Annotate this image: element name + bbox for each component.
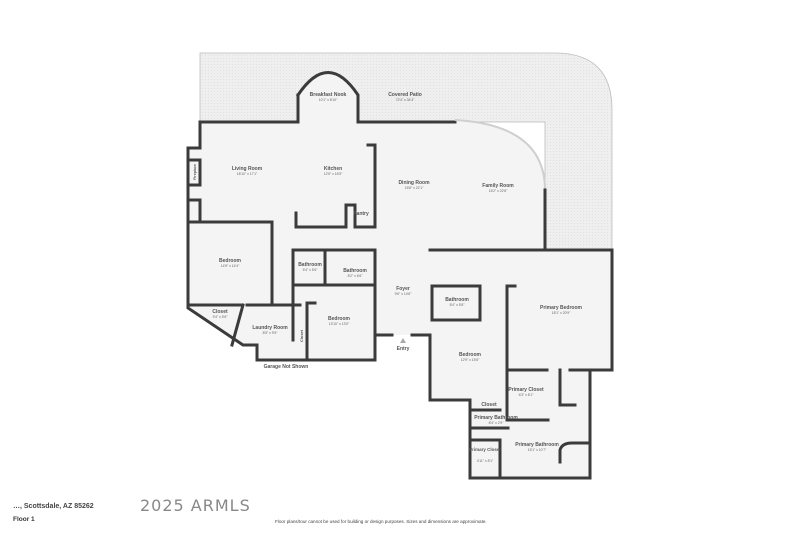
room-dim: 5'4" x 5'6" bbox=[303, 268, 319, 272]
room-name: Fireplace bbox=[193, 164, 197, 180]
room-dim: 72'4" x 34'3" bbox=[396, 98, 415, 102]
room-name: Primary Bathroom bbox=[515, 442, 559, 448]
room-dim: 15'1" x 10'7" bbox=[528, 448, 547, 452]
room-name: Covered Patio bbox=[388, 92, 422, 98]
room-name: Closet bbox=[212, 309, 228, 315]
room-name: Primary Closet bbox=[469, 447, 501, 452]
room-dim: 12'5" x 16'5" bbox=[324, 172, 343, 176]
room-dim: 8'2" x 6'6" bbox=[348, 274, 364, 278]
room-dim: 18'10" x 17'1" bbox=[237, 172, 258, 176]
room-name: Bathroom bbox=[343, 268, 367, 274]
room-name: Primary Closet bbox=[508, 387, 544, 393]
garage-label: Garage Not Shown bbox=[264, 364, 309, 370]
room-dim: 9'4" x 5'6" bbox=[213, 315, 229, 319]
disclaimer: Floor plans/tour cannot be used for buil… bbox=[275, 519, 487, 524]
room-dim: 13'10" x 13'0" bbox=[329, 322, 350, 326]
room-name: Closet bbox=[481, 402, 497, 408]
room-dim: 15'8" x 22'1" bbox=[405, 186, 424, 190]
room-dim: 12'9" x 15'6" bbox=[461, 358, 480, 362]
room-name: Bedroom bbox=[328, 316, 351, 322]
room-name: Breakfast Nook bbox=[310, 92, 347, 98]
room-dim: 8'5" x 9'5" bbox=[263, 331, 279, 335]
room-name: Bathroom bbox=[298, 262, 322, 268]
room-dim: 8'4" x 2'9" bbox=[489, 421, 505, 425]
room-name: Closet bbox=[299, 329, 304, 342]
room-dim: 15'2" x 22'8" bbox=[489, 189, 508, 193]
watermark: 2025 ARMLS bbox=[140, 496, 251, 515]
room-name: Foyer bbox=[396, 286, 410, 292]
floor-label: Floor 1 bbox=[13, 516, 35, 523]
room-name: Kitchen bbox=[324, 166, 342, 172]
room-dim: 18'1" x 20'9" bbox=[552, 311, 571, 315]
room-name: Bedroom bbox=[459, 352, 482, 358]
room-name: Primary Bedroom bbox=[540, 305, 583, 311]
room-name: Dining Room bbox=[398, 180, 430, 186]
room-name: Bedroom bbox=[219, 258, 242, 264]
room-name: Living Room bbox=[232, 166, 263, 172]
entry-label: Entry bbox=[397, 346, 410, 352]
room-name: Bathroom bbox=[445, 297, 469, 303]
room-dim: 9'6" x 14'6" bbox=[395, 292, 413, 296]
breakfast-nook-floor bbox=[298, 72, 358, 122]
room-name: Pantry bbox=[353, 211, 369, 217]
room-dim: 8'4" x 5'8" bbox=[450, 303, 466, 307]
entry-arrow-icon bbox=[400, 338, 406, 343]
room-dim: 6'3" x 8'1" bbox=[519, 393, 535, 397]
walls bbox=[186, 71, 614, 480]
room-name: Primary Bathroom bbox=[474, 415, 518, 421]
room-name: Family Room bbox=[482, 183, 514, 189]
room-name: Laundry Room bbox=[252, 325, 288, 331]
room-dim: 10'1" x 8'10" bbox=[319, 98, 338, 102]
room-dim: 4'11" x 8'1" bbox=[477, 459, 494, 463]
address: …, Scottsdale, AZ 85262 bbox=[13, 503, 94, 510]
room-dim: 14'5" x 14'4" bbox=[221, 264, 240, 268]
